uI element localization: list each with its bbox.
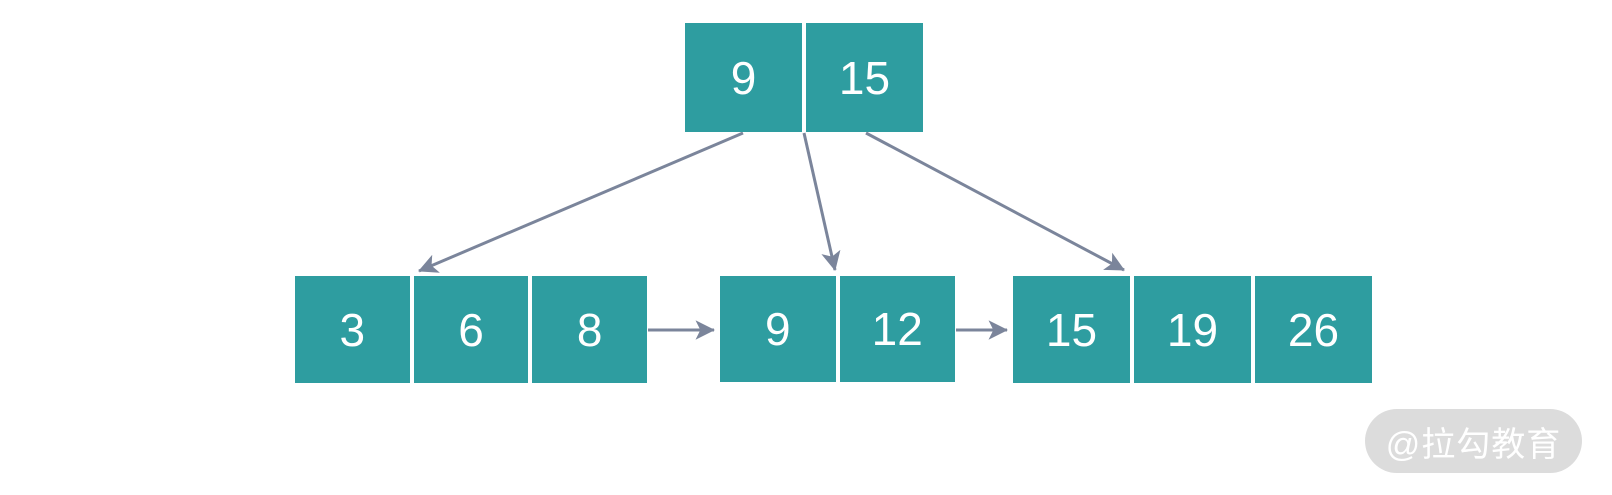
- leaf-key-cell: 19: [1134, 276, 1251, 383]
- leaf-node-1: 9 12: [720, 276, 955, 382]
- root-key-cell: 15: [806, 23, 923, 132]
- leaf-key-cell: 3: [295, 276, 410, 383]
- root-key-cell: 9: [685, 23, 802, 132]
- leaf-key-cell: 12: [839, 276, 955, 382]
- edge-root-to-leaf2-arrow: [865, 131, 1125, 272]
- leaf-key-cell: 9: [720, 276, 836, 382]
- leaf-node-2: 15 19 26: [1013, 276, 1372, 383]
- leaf-key-cell: 6: [413, 276, 529, 383]
- leaf-node-0: 3 6 8: [295, 276, 648, 383]
- leaf-key-cell: 26: [1255, 276, 1372, 383]
- edge-root-to-leaf0-arrow: [418, 131, 744, 273]
- leaf-key-cell: 8: [532, 276, 648, 383]
- watermark-badge: @拉勾教育: [1365, 409, 1582, 473]
- leaf-key-cell: 15: [1013, 276, 1130, 383]
- watermark-text: @拉勾教育: [1385, 425, 1562, 464]
- edge-root-to-leaf1-arrow: [802, 132, 841, 271]
- root-node: 9 15: [685, 23, 923, 132]
